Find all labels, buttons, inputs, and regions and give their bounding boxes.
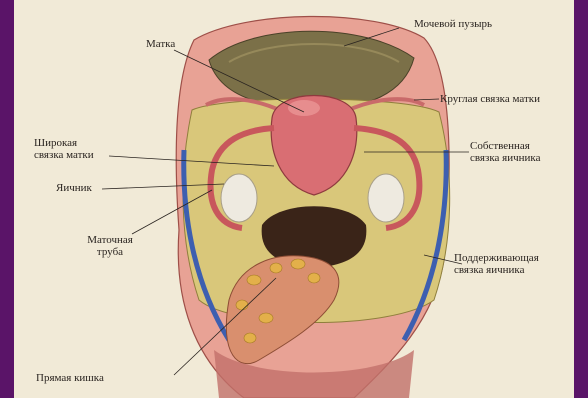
label-bladder: Мочевой пузырь <box>414 18 492 30</box>
label-tube-2: труба <box>72 246 148 258</box>
label-rectum: Прямая кишка <box>36 372 104 384</box>
label-ovary: Яичник <box>56 182 92 194</box>
label-uterus: Матка <box>146 38 175 50</box>
label-suspensory-1: Поддерживающая <box>454 252 539 264</box>
pelvis-illustration <box>14 0 574 398</box>
illustration-page: Мочевой пузырь Матка Круглая связка матк… <box>14 0 574 398</box>
label-tube-1: Маточная <box>72 234 148 246</box>
label-broad-ligament-2: связка матки <box>34 149 94 161</box>
label-round-ligament: Круглая связка матки <box>440 93 540 105</box>
label-own-ligament-1: Собственная <box>470 140 530 152</box>
label-broad-ligament-1: Широкая <box>34 137 77 149</box>
ovary-left-shape <box>221 174 257 222</box>
label-suspensory-2: связка яичника <box>454 264 524 276</box>
label-own-ligament-2: связка яичника <box>470 152 540 164</box>
ovary-right-shape <box>368 174 404 222</box>
